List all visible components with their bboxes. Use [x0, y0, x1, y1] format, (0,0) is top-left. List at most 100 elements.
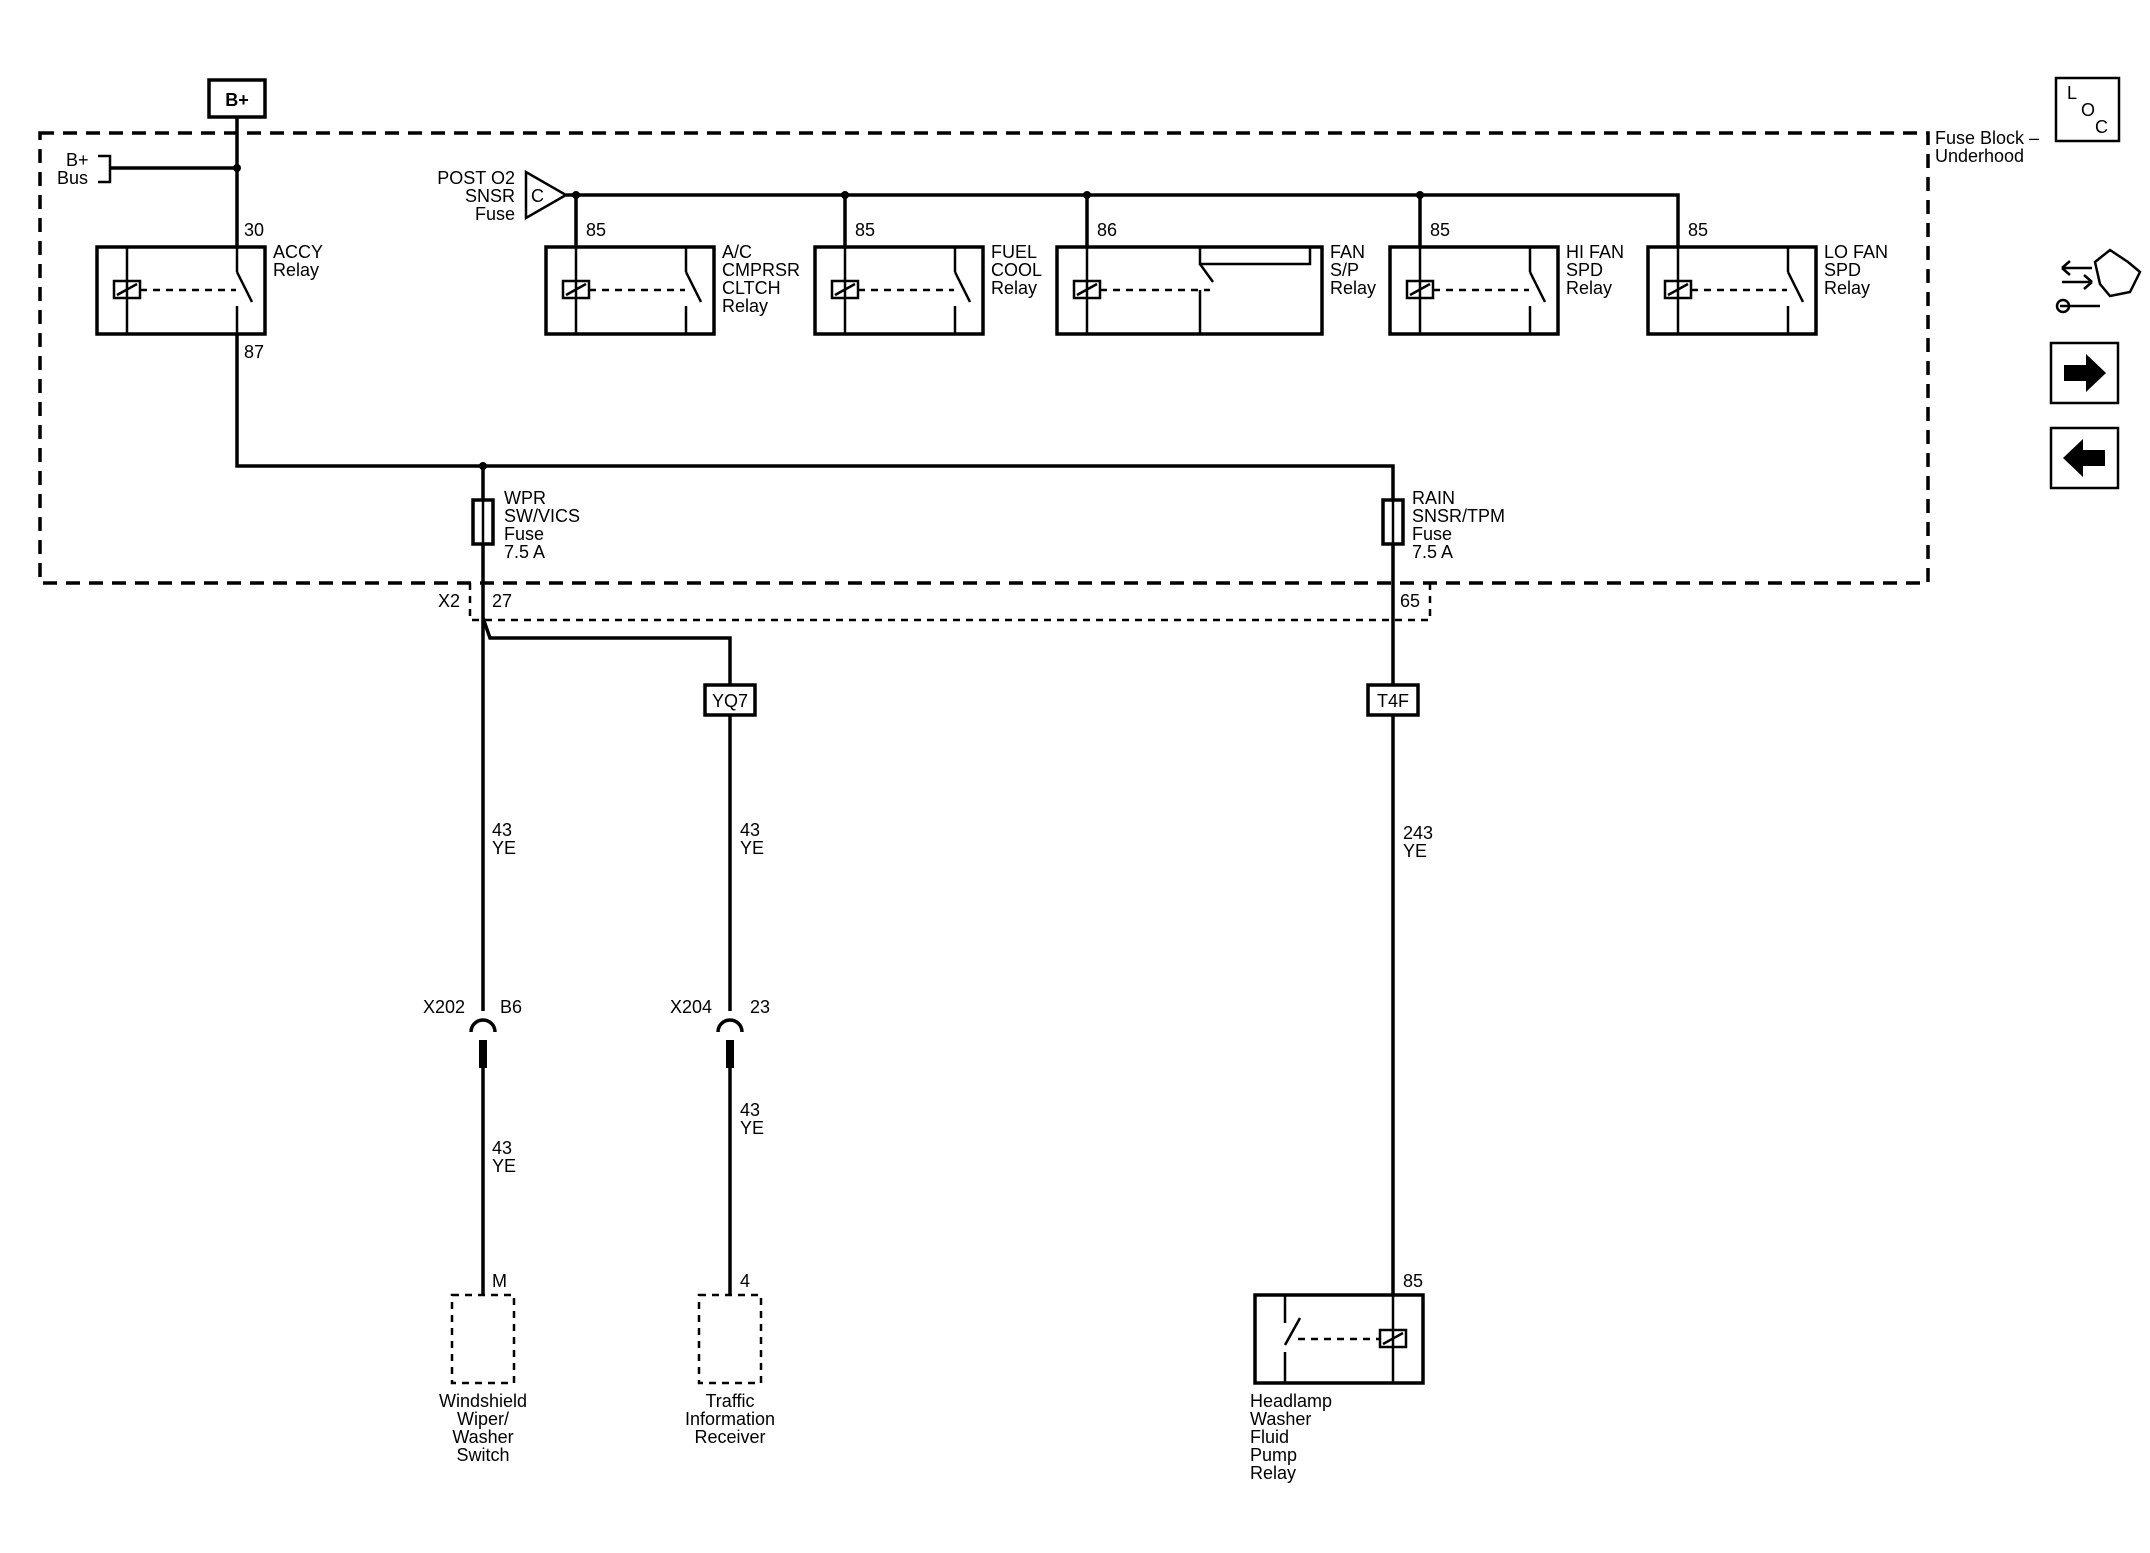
- relay-fuel-label-1: FUEL: [991, 242, 1037, 262]
- headlamp-relay-label-2: Washer: [1250, 1409, 1311, 1429]
- x204-pin: 23: [750, 997, 770, 1017]
- relay-ac-pin: 85: [586, 220, 606, 240]
- relay-ac-cmprsr-cltch: [544, 245, 716, 336]
- wiper-switch-label-3: Washer: [452, 1427, 513, 1447]
- wpr-fuse-label-3: Fuse: [504, 524, 544, 544]
- loc-letter-l: L: [2067, 83, 2077, 103]
- coil-junction-4: [1416, 191, 1424, 199]
- coil-junction-1: [572, 191, 580, 199]
- tir-lower-circuit: 43: [740, 1100, 760, 1120]
- wpr-upper-circuit: 43: [492, 820, 512, 840]
- relay-fan-label-3: Relay: [1330, 278, 1376, 298]
- arrow-right-icon[interactable]: [2049, 341, 2120, 405]
- x204-connector-symbol: [716, 1018, 744, 1033]
- relay-ac-label-3: CLTCH: [722, 278, 781, 298]
- tir-branch-wire: [481, 617, 732, 685]
- post-o2-connector-label: C: [531, 186, 544, 206]
- post-o2-label-2: SNSR: [465, 186, 515, 206]
- relay-hi-fan-spd: [1388, 245, 1560, 336]
- rain-fuse-label-1: RAIN: [1412, 488, 1455, 508]
- wiper-switch-label-1: Windshield: [439, 1391, 527, 1411]
- rain-fuse-label-3: Fuse: [1412, 524, 1452, 544]
- relay-fan-label-1: FAN: [1330, 242, 1365, 262]
- bus-bracket: [98, 154, 112, 184]
- x202-label: X202: [423, 997, 465, 1017]
- wpr-fuse-label-1: WPR: [504, 488, 546, 508]
- post-o2-label-1: POST O2: [437, 168, 515, 188]
- relay-fan-sp: [1055, 245, 1324, 336]
- bus-label-1: B+: [66, 150, 89, 170]
- x204-pin-stub: [726, 1040, 734, 1068]
- traffic-receiver-component: [697, 1293, 763, 1385]
- wpr-fuse-junction: [479, 462, 487, 470]
- tir-lower-color: YE: [740, 1118, 764, 1138]
- arrow-left-icon[interactable]: [2049, 426, 2120, 490]
- accy-label-2: Relay: [273, 260, 319, 280]
- headlamp-relay-label-3: Fluid: [1250, 1427, 1289, 1447]
- relay-fuel-cool: [813, 245, 985, 336]
- splice-yq7: [703, 683, 757, 717]
- loc-button[interactable]: L O C: [2054, 76, 2121, 143]
- relay-hifan-label-1: HI FAN: [1566, 242, 1624, 262]
- x204-label: X204: [670, 997, 712, 1017]
- relay-fuel-label-2: COOL: [991, 260, 1042, 280]
- splice-t4f: [1366, 683, 1420, 717]
- coil-junction-2: [841, 191, 849, 199]
- wiper-switch-label-4: Switch: [456, 1445, 509, 1465]
- x202-pin: B6: [500, 997, 522, 1017]
- wiper-switch-label-2: Wiper/: [457, 1409, 509, 1429]
- relay-lofan-label-1: LO FAN: [1824, 242, 1888, 262]
- fuse-block-label-2: Underhood: [1935, 146, 2024, 166]
- traffic-receiver-label-1: Traffic: [705, 1391, 754, 1411]
- x2-pin-27: 27: [492, 591, 512, 611]
- relay-fan-pin: 86: [1097, 220, 1117, 240]
- relay-lo-fan-spd: [1646, 245, 1818, 336]
- wiper-switch-pin: M: [492, 1271, 507, 1291]
- fuse-block-label-1: Fuse Block –: [1935, 128, 2039, 148]
- splice-yq7-label: YQ7: [712, 691, 748, 711]
- x2-connector: [468, 583, 1432, 622]
- accy-pin-87: 87: [244, 342, 264, 362]
- headlamp-relay-label-1: Headlamp: [1250, 1391, 1332, 1411]
- accy-pin-30: 30: [244, 220, 264, 240]
- tir-upper-circuit: 43: [740, 820, 760, 840]
- relay-hifan-pin: 85: [1430, 220, 1450, 240]
- x202-pin-stub: [479, 1040, 487, 1068]
- wrench-car-icon[interactable]: [2055, 248, 2142, 314]
- x2-label: X2: [438, 591, 460, 611]
- tir-upper-color: YE: [740, 838, 764, 858]
- relay-fan-label-2: S/P: [1330, 260, 1359, 280]
- relay-lofan-label-2: SPD: [1824, 260, 1861, 280]
- accy-output-bus: [235, 334, 1395, 500]
- wpr-lower-color: YE: [492, 1156, 516, 1176]
- wpr-upper-color: YE: [492, 838, 516, 858]
- post-o2-label-3: Fuse: [475, 204, 515, 224]
- rain-fuse-label-4: 7.5 A: [1412, 542, 1453, 562]
- traffic-receiver-label-2: Information: [685, 1409, 775, 1429]
- x202-connector-symbol: [469, 1018, 497, 1033]
- relay-ac-label-1: A/C: [722, 242, 752, 262]
- headlamp-relay-label-5: Relay: [1250, 1463, 1296, 1483]
- wiper-switch-component: [450, 1293, 516, 1385]
- wpr-lower-circuit: 43: [492, 1138, 512, 1158]
- headlamp-relay-label-4: Pump: [1250, 1445, 1297, 1465]
- x2-pin-65: 65: [1400, 591, 1420, 611]
- loc-letter-c: C: [2095, 117, 2108, 137]
- loc-letter-o: O: [2081, 100, 2095, 120]
- relay-lofan-pin: 85: [1688, 220, 1708, 240]
- rain-wire-color: YE: [1403, 841, 1427, 861]
- traffic-receiver-label-3: Receiver: [694, 1427, 765, 1447]
- relay-lofan-label-3: Relay: [1824, 278, 1870, 298]
- relay-ac-label-4: Relay: [722, 296, 768, 316]
- wpr-fuse-label-2: SW/VICS: [504, 506, 580, 526]
- bplus-label: B+: [225, 90, 249, 110]
- fuse-block-boundary: [38, 131, 1930, 585]
- relay-fuel-label-3: Relay: [991, 278, 1037, 298]
- relay-ac-label-2: CMPRSR: [722, 260, 800, 280]
- coil-junction-3: [1083, 191, 1091, 199]
- relay-fuel-pin: 85: [855, 220, 875, 240]
- headlamp-relay-pin: 85: [1403, 1271, 1423, 1291]
- headlamp-washer-pump-relay: [1253, 1293, 1425, 1385]
- coil-supply-bus: [566, 193, 1680, 247]
